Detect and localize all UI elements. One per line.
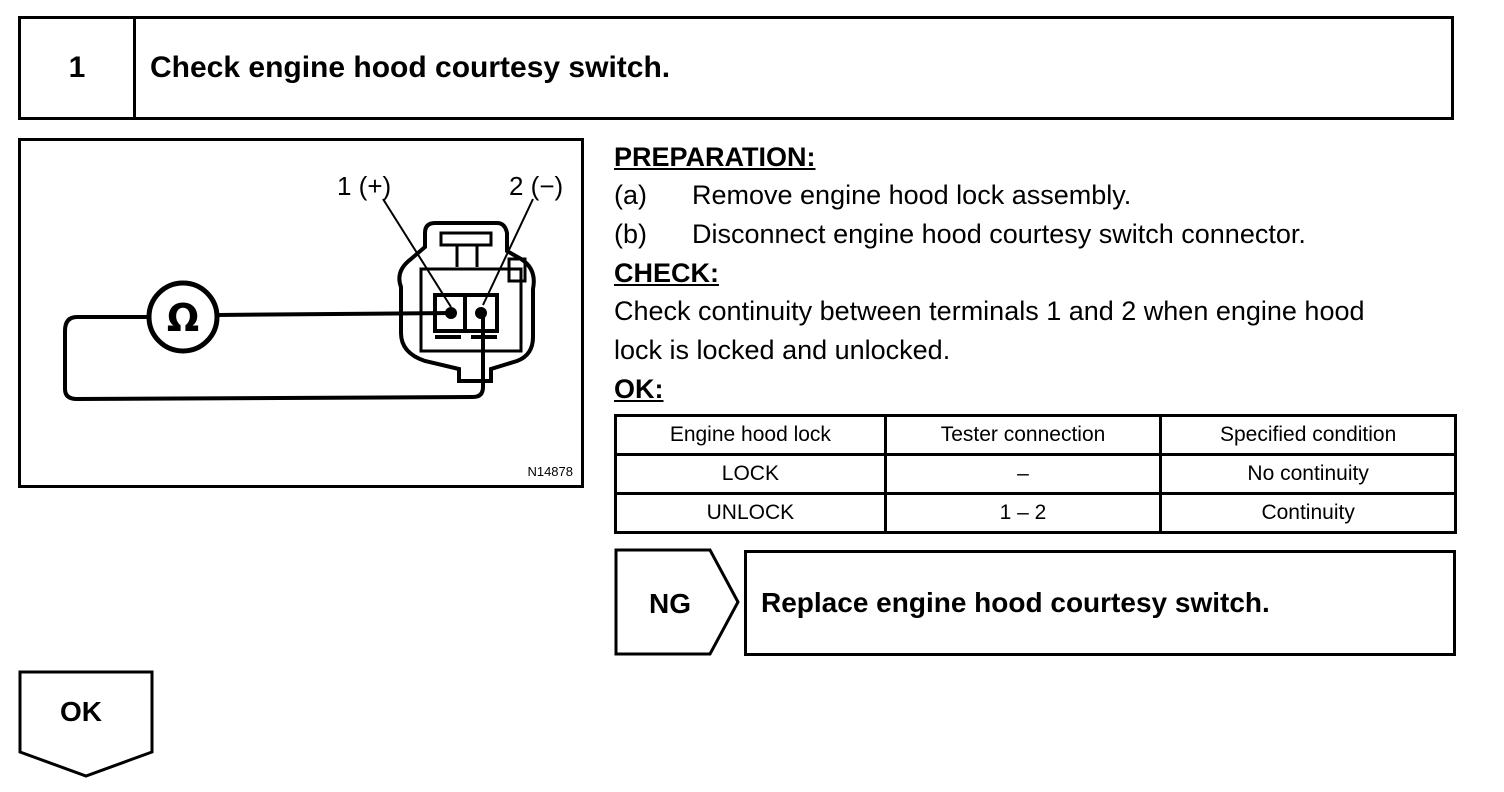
ng-arrow-badge [614,548,740,656]
table-row: UNLOCK 1 – 2 Continuity [614,492,1457,534]
wire-positive [216,311,454,317]
step-number: 1 [21,19,136,117]
step-title: Check engine hood courtesy switch. [150,51,671,84]
table-cell: Continuity [1159,492,1457,534]
check-text-line2: lock is locked and unlocked. [614,335,951,365]
spec-table: Engine hood lock Tester connection Speci… [614,414,1457,534]
table-cell: UNLOCK [614,492,887,534]
terminal-plus-label: 1 (+) [337,171,392,201]
ok-heading: OK: [614,374,664,404]
ohm-symbol: Ω [167,296,199,340]
table-header: Engine hood lock [614,414,887,456]
check-text-line1: Check continuity between terminals 1 and… [614,296,1365,326]
table-cell: LOCK [614,453,887,495]
leader-line-1 [382,198,452,308]
prep-item: (b) Disconnect engine hood courtesy swit… [614,219,1306,249]
table-cell: 1 – 2 [883,492,1163,534]
ok-arrow-badge [18,670,154,778]
ng-label: NG [649,588,691,619]
instructions: PREPARATION: (a) Remove engine hood lock… [614,138,1464,408]
terminal-1 [445,307,457,319]
ohmmeter-diagram: Ω 1 (+) 2 (−) N14878 [18,138,584,488]
table-header: Tester connection [883,414,1163,456]
table-header-row: Engine hood lock Tester connection Speci… [614,414,1457,456]
table-cell: – [883,453,1163,495]
table-row: LOCK – No continuity [614,453,1457,495]
ng-action: Replace engine hood courtesy switch. [744,550,1456,656]
leader-line-2 [482,198,534,306]
prep-item: (a) Remove engine hood lock assembly. [614,180,1132,210]
table-header: Specified condition [1159,414,1457,456]
wire-negative [63,313,485,402]
check-heading: CHECK: [614,258,719,288]
connector-wiring-illustration: Ω [63,198,536,402]
figure-code: N14878 [527,464,573,479]
step-header: 1 Check engine hood courtesy switch. [18,16,1454,120]
terminal-2 [475,307,487,319]
preparation-heading: PREPARATION: [614,142,816,172]
terminal-minus-label: 2 (−) [509,171,564,201]
ok-label: OK [60,696,102,727]
table-cell: No continuity [1159,453,1457,495]
